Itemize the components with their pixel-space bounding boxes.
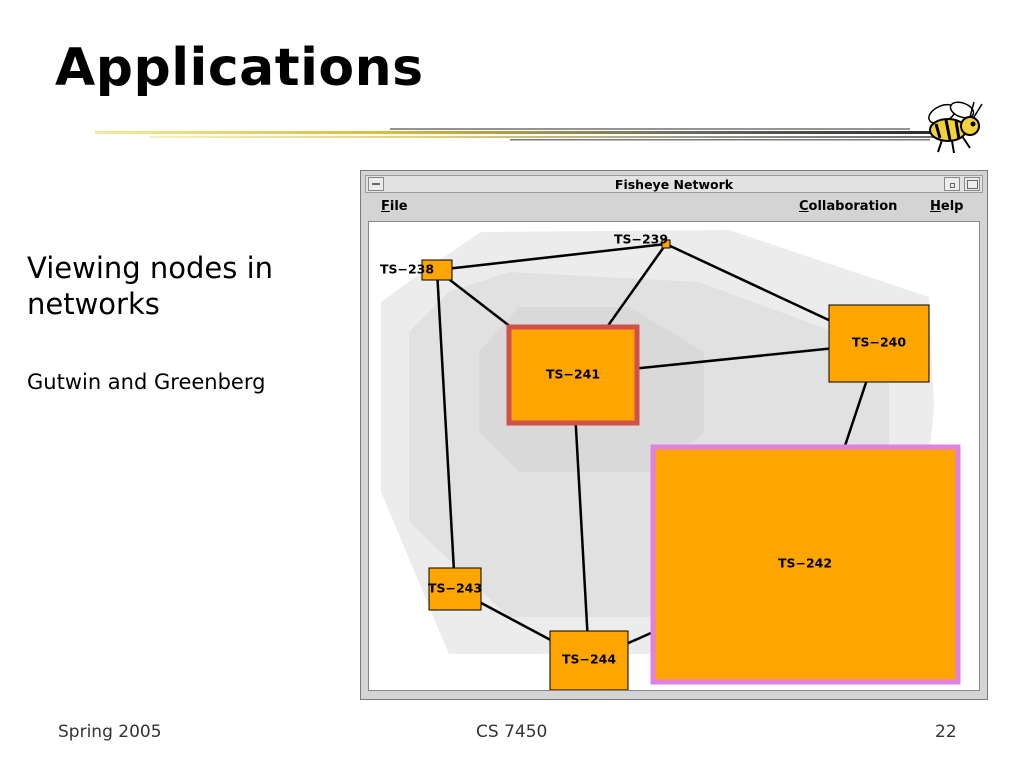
menu-file-label: ile: [389, 199, 408, 214]
menu-help[interactable]: Help: [930, 199, 963, 214]
menu-collaboration-mnemonic: C: [799, 199, 809, 214]
network-node-ts-240[interactable]: TS−240: [828, 304, 930, 383]
network-node-ts-241[interactable]: TS−241: [506, 324, 640, 426]
network-graph[interactable]: TS−238 TS−239TS−240TS−241TS−242TS−243TS−2…: [369, 222, 979, 690]
menu-collaboration-label: ollaboration: [808, 199, 898, 214]
network-node-ts-242[interactable]: TS−242: [650, 444, 961, 685]
yellow-jacket-bee-icon: [928, 101, 983, 154]
footer-course: CS 7450: [476, 722, 548, 742]
window-titlebar[interactable]: Fisheye Network: [365, 175, 983, 193]
edge-TS-238-TS-239: [436, 242, 667, 272]
menu-bar: File Collaboration Help: [365, 195, 983, 219]
node-label: TS−238: [380, 262, 434, 277]
node-box[interactable]: [650, 444, 961, 685]
network-node-ts-244[interactable]: TS−244: [549, 630, 629, 690]
footer-date: Spring 2005: [58, 722, 162, 742]
menu-collaboration[interactable]: Collaboration: [799, 199, 897, 214]
node-label: TS−243: [428, 581, 482, 596]
footer-page-number: 22: [935, 722, 957, 742]
edge-TS-238-TS-243: [435, 269, 457, 590]
network-node-ts-238[interactable]: TS−238: [380, 259, 453, 281]
minimize-button[interactable]: [944, 177, 960, 191]
node-label: TS−241: [546, 367, 600, 382]
node-label: TS−239: [614, 232, 668, 247]
window-title: Fisheye Network: [614, 177, 734, 192]
node-box[interactable]: [428, 567, 482, 611]
node-box[interactable]: [421, 259, 453, 281]
network-node-ts-239[interactable]: TS−239: [614, 232, 671, 249]
node-box[interactable]: [661, 239, 671, 249]
sub-bullet-text: Gutwin and Greenberg: [27, 370, 266, 394]
menu-help-label: elp: [940, 199, 964, 214]
node-label: TS−244: [562, 652, 616, 667]
network-node-ts-243[interactable]: TS−243: [428, 567, 482, 611]
fisheye-network-window: Fisheye Network File Collaboration Help …: [360, 170, 988, 700]
menu-file[interactable]: File: [381, 199, 408, 214]
title-underline: [95, 128, 950, 141]
bullet-text: Viewing nodes in networks: [27, 251, 274, 321]
menu-help-mnemonic: H: [930, 199, 941, 214]
node-box[interactable]: [828, 304, 930, 383]
slide-title: Applications: [55, 38, 424, 98]
node-box[interactable]: [549, 630, 629, 690]
maximize-button[interactable]: [964, 177, 980, 191]
node-label: TS−242: [778, 556, 832, 571]
menu-file-mnemonic: F: [381, 199, 390, 214]
window-menu-button[interactable]: [368, 177, 384, 191]
node-box[interactable]: [506, 324, 640, 426]
node-label: TS−240: [852, 335, 906, 350]
